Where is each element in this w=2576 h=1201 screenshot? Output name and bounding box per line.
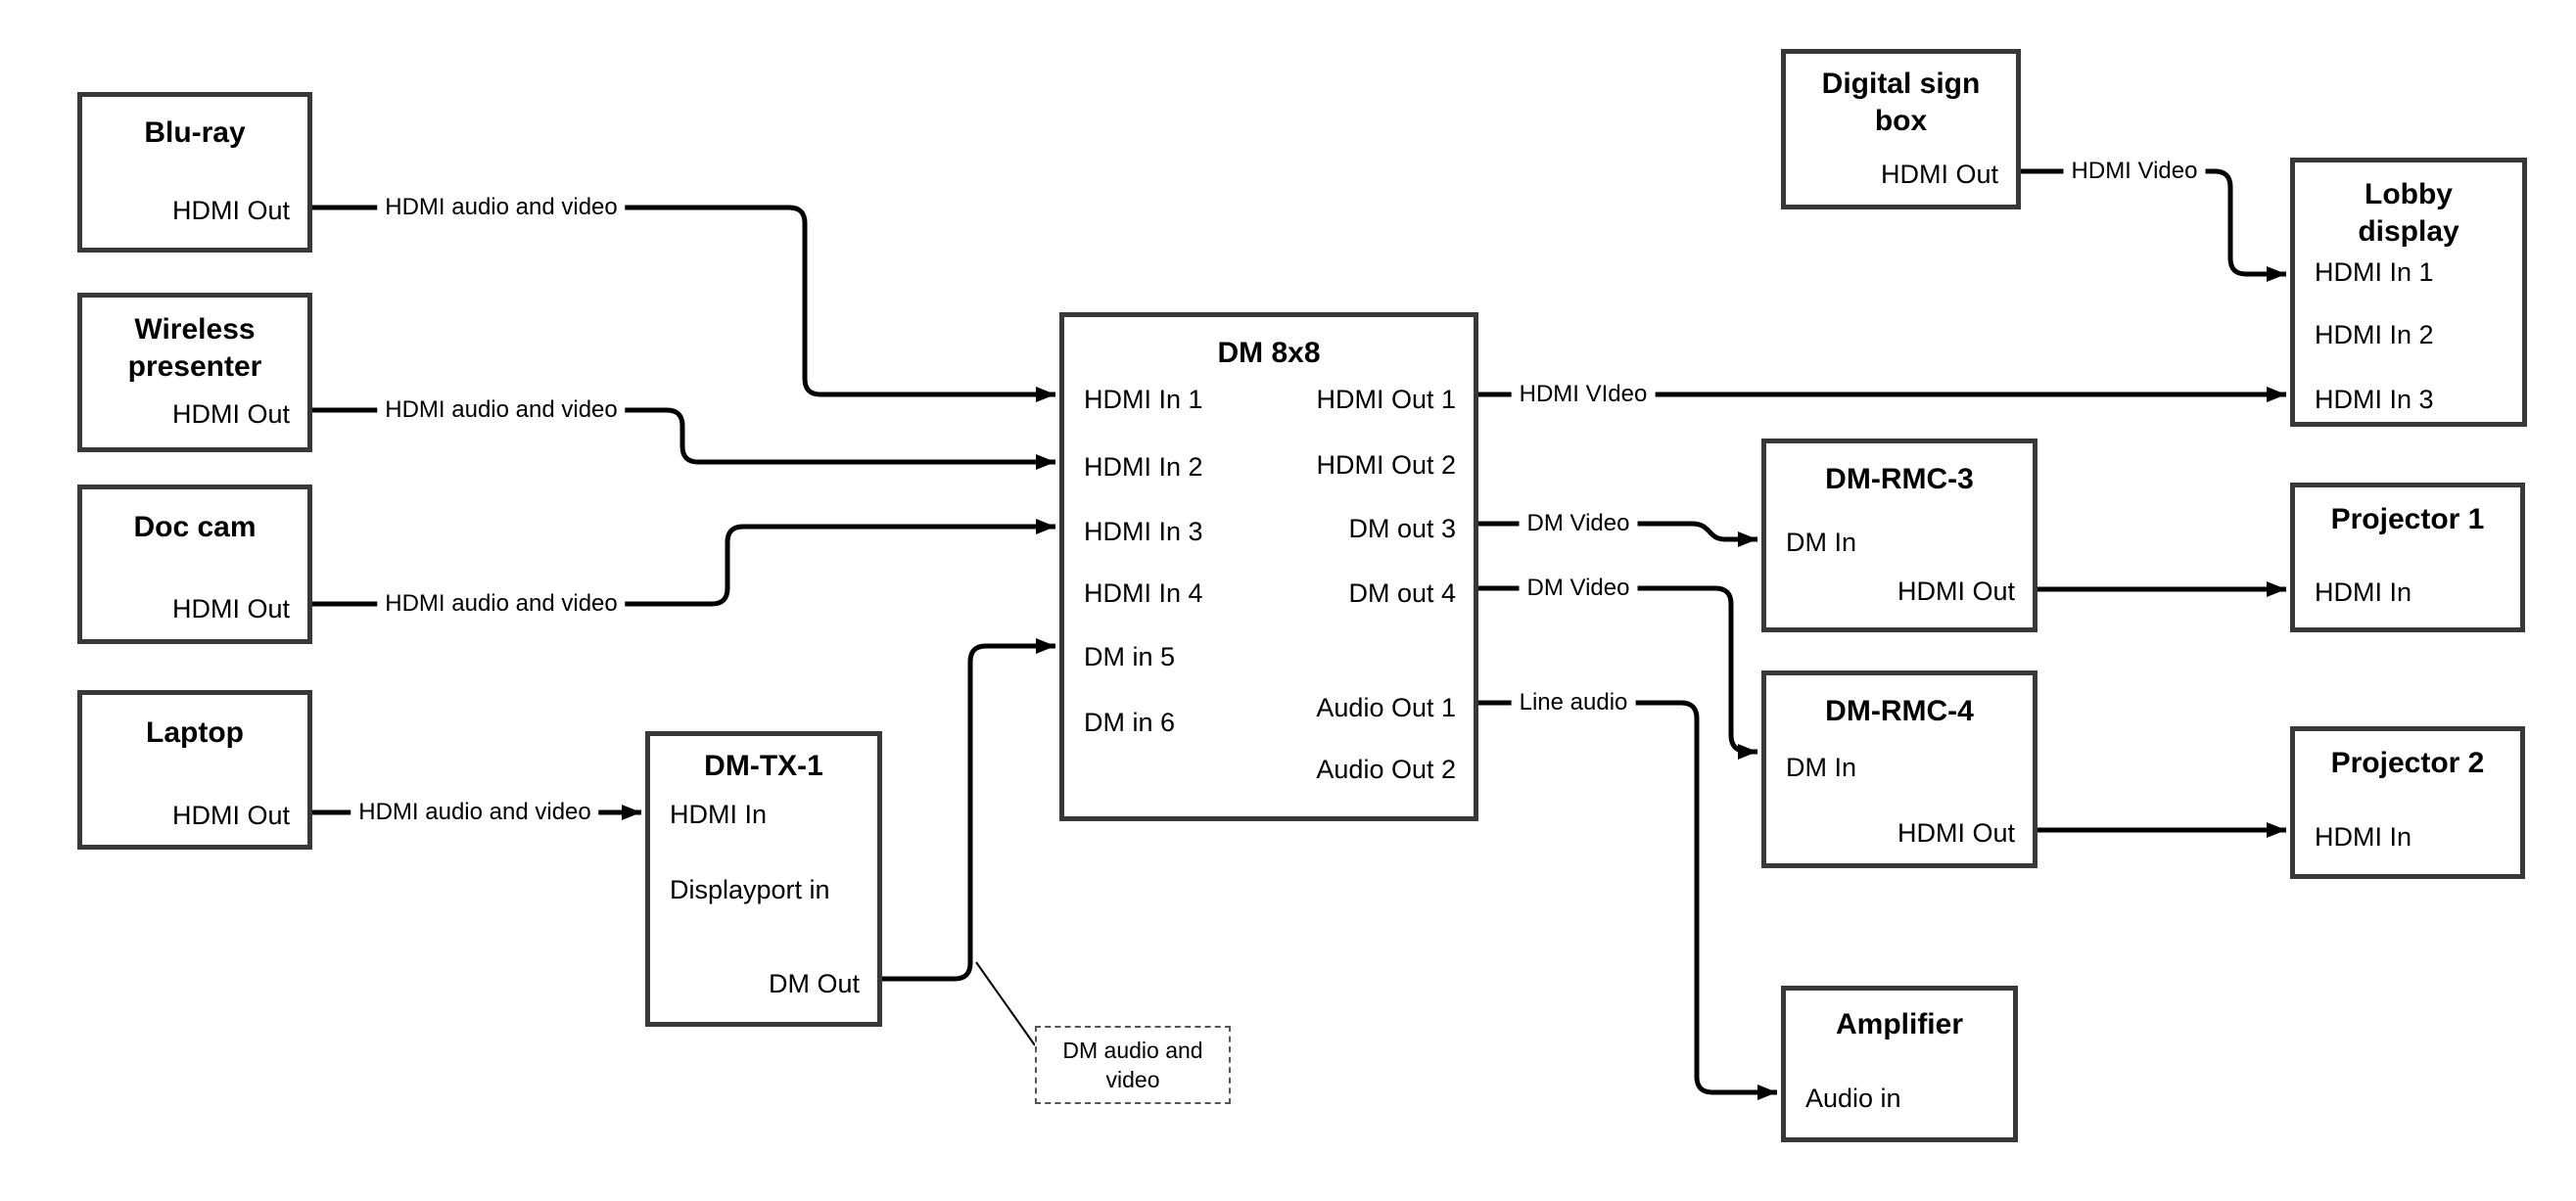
port-wireless-hdmi-out: HDMI Out — [171, 399, 290, 429]
node-wireless-presenter: Wireless presenter HDMI Out — [77, 293, 312, 452]
port-lobby-hdmi-in-2: HDMI In 2 — [2315, 320, 2434, 349]
port-projector1-hdmi-in: HDMI In — [2315, 577, 2412, 607]
node-wireless-title: Wireless presenter — [127, 313, 262, 383]
port-bluray-hdmi-out: HDMI Out — [171, 196, 290, 225]
port-rmc3-dm-in: DM In — [1786, 528, 1857, 557]
node-amplifier: Amplifier Audio in — [1781, 986, 2018, 1142]
node-dm8x8-title: DM 8x8 — [1217, 337, 1321, 369]
port-projector2-hdmi-in: HDMI In — [2315, 822, 2412, 852]
node-bluray: Blu-ray HDMI Out — [77, 92, 312, 253]
node-digital-sign-box: Digital sign box HDMI Out — [1781, 49, 2021, 209]
wire-wireless-to-hdmi-in-2 — [312, 407, 1055, 470]
wire-dm-out-4-to-rmc4 — [1478, 585, 1757, 760]
node-dm-8x8: DM 8x8 HDMI In 1 HDMI In 2 HDMI In 3 HDM… — [1059, 312, 1478, 821]
port-dm8x8-dm-in-5: DM in 5 — [1084, 642, 1176, 671]
port-dm8x8-audio-out-2: Audio Out 2 — [1316, 755, 1456, 784]
node-projector-1: Projector 1 HDMI In — [2290, 483, 2525, 632]
wire-label-dm-video-out3: DM Video — [1519, 510, 1638, 537]
port-dm8x8-hdmi-in-3: HDMI In 3 — [1084, 517, 1203, 546]
node-rmc3-title: DM-RMC-3 — [1825, 463, 1974, 495]
node-rmc4-title: DM-RMC-4 — [1825, 695, 1974, 727]
wire-label-wireless: HDMI audio and video — [377, 396, 626, 424]
port-rmc4-dm-in: DM In — [1786, 753, 1857, 782]
port-lobby-hdmi-in-3: HDMI In 3 — [2315, 385, 2434, 414]
port-rmc4-hdmi-out: HDMI Out — [1897, 818, 2015, 848]
port-dm8x8-dm-out-3: DM out 3 — [1348, 514, 1456, 543]
node-dm-rmc-3: DM-RMC-3 DM In HDMI Out — [1761, 439, 2037, 632]
node-lobby-title: Lobby display — [2358, 178, 2459, 248]
wire-dm-out-3-to-rmc3 — [1478, 521, 1757, 547]
port-dm8x8-audio-out-1: Audio Out 1 — [1316, 693, 1456, 722]
port-dm8x8-hdmi-out-2: HDMI Out 2 — [1316, 450, 1456, 480]
wire-label-doccam: HDMI audio and video — [377, 590, 626, 618]
node-dm-rmc-4: DM-RMC-4 DM In HDMI Out — [1761, 670, 2037, 868]
port-dm8x8-hdmi-in-1: HDMI In 1 — [1084, 385, 1203, 414]
wire-digitalsign-to-lobby-in-1 — [2021, 168, 2286, 282]
wire-label-bluray: HDMI audio and video — [377, 194, 626, 221]
wire-label-line-audio: Line audio — [1511, 689, 1636, 716]
port-dmtx1-dm-out: DM Out — [768, 969, 860, 998]
node-laptop: Laptop HDMI Out — [77, 690, 312, 850]
node-projector-2: Projector 2 HDMI In — [2290, 726, 2525, 879]
node-digitalsign-title: Digital sign box — [1821, 68, 1981, 137]
port-digitalsign-hdmi-out: HDMI Out — [1880, 160, 1998, 189]
callout-text: DM audio and video — [1062, 1038, 1203, 1092]
port-rmc3-hdmi-out: HDMI Out — [1897, 577, 2015, 606]
node-amplifier-title: Amplifier — [1835, 1008, 1964, 1040]
node-dm-tx-1: DM-TX-1 HDMI In Displayport in DM Out — [645, 731, 882, 1027]
wire-bluray-to-hdmi-in-1 — [312, 205, 1055, 402]
port-laptop-hdmi-out: HDMI Out — [171, 801, 290, 830]
callout-leader-line — [975, 961, 1036, 1046]
port-dm8x8-dm-in-6: DM in 6 — [1084, 708, 1176, 737]
port-dm8x8-dm-out-4: DM out 4 — [1348, 578, 1456, 608]
wire-label-hdmi-video-out1: HDMI VIdeo — [1511, 381, 1656, 408]
wire-doccam-to-hdmi-in-3 — [312, 519, 1055, 607]
callout-dm-audio-and-video: DM audio and video — [1035, 1026, 1231, 1104]
port-dm8x8-hdmi-in-4: HDMI In 4 — [1084, 578, 1203, 608]
wire-label-hdmi-video-digitalsign: HDMI Video — [2063, 158, 2206, 185]
node-doc-cam: Doc cam HDMI Out — [77, 485, 312, 644]
wire-label-dm-video-out4: DM Video — [1519, 575, 1638, 602]
port-lobby-hdmi-in-1: HDMI In 1 — [2315, 257, 2434, 287]
port-dmtx1-hdmi-in: HDMI In — [670, 800, 768, 829]
node-bluray-title: Blu-ray — [144, 116, 246, 149]
node-laptop-title: Laptop — [146, 716, 244, 749]
node-doccam-title: Doc cam — [133, 511, 257, 543]
wire-label-laptop: HDMI audio and video — [351, 799, 599, 826]
wire-dmtx1-to-dm-in-5 — [882, 638, 1055, 982]
port-dm8x8-hdmi-out-1: HDMI Out 1 — [1316, 385, 1456, 414]
wire-audio-out-1-to-amplifier — [1478, 700, 1777, 1100]
node-lobby-display: Lobby display HDMI In 1 HDMI In 2 HDMI I… — [2290, 158, 2527, 427]
port-amplifier-audio-in: Audio in — [1805, 1084, 1901, 1113]
port-dm8x8-hdmi-in-2: HDMI In 2 — [1084, 452, 1203, 482]
node-projector2-title: Projector 2 — [2330, 747, 2485, 779]
node-projector1-title: Projector 1 — [2330, 503, 2485, 535]
port-doccam-hdmi-out: HDMI Out — [171, 594, 290, 624]
port-dmtx1-displayport-in: Displayport in — [670, 875, 830, 904]
node-dmtx1-title: DM-TX-1 — [704, 750, 823, 782]
